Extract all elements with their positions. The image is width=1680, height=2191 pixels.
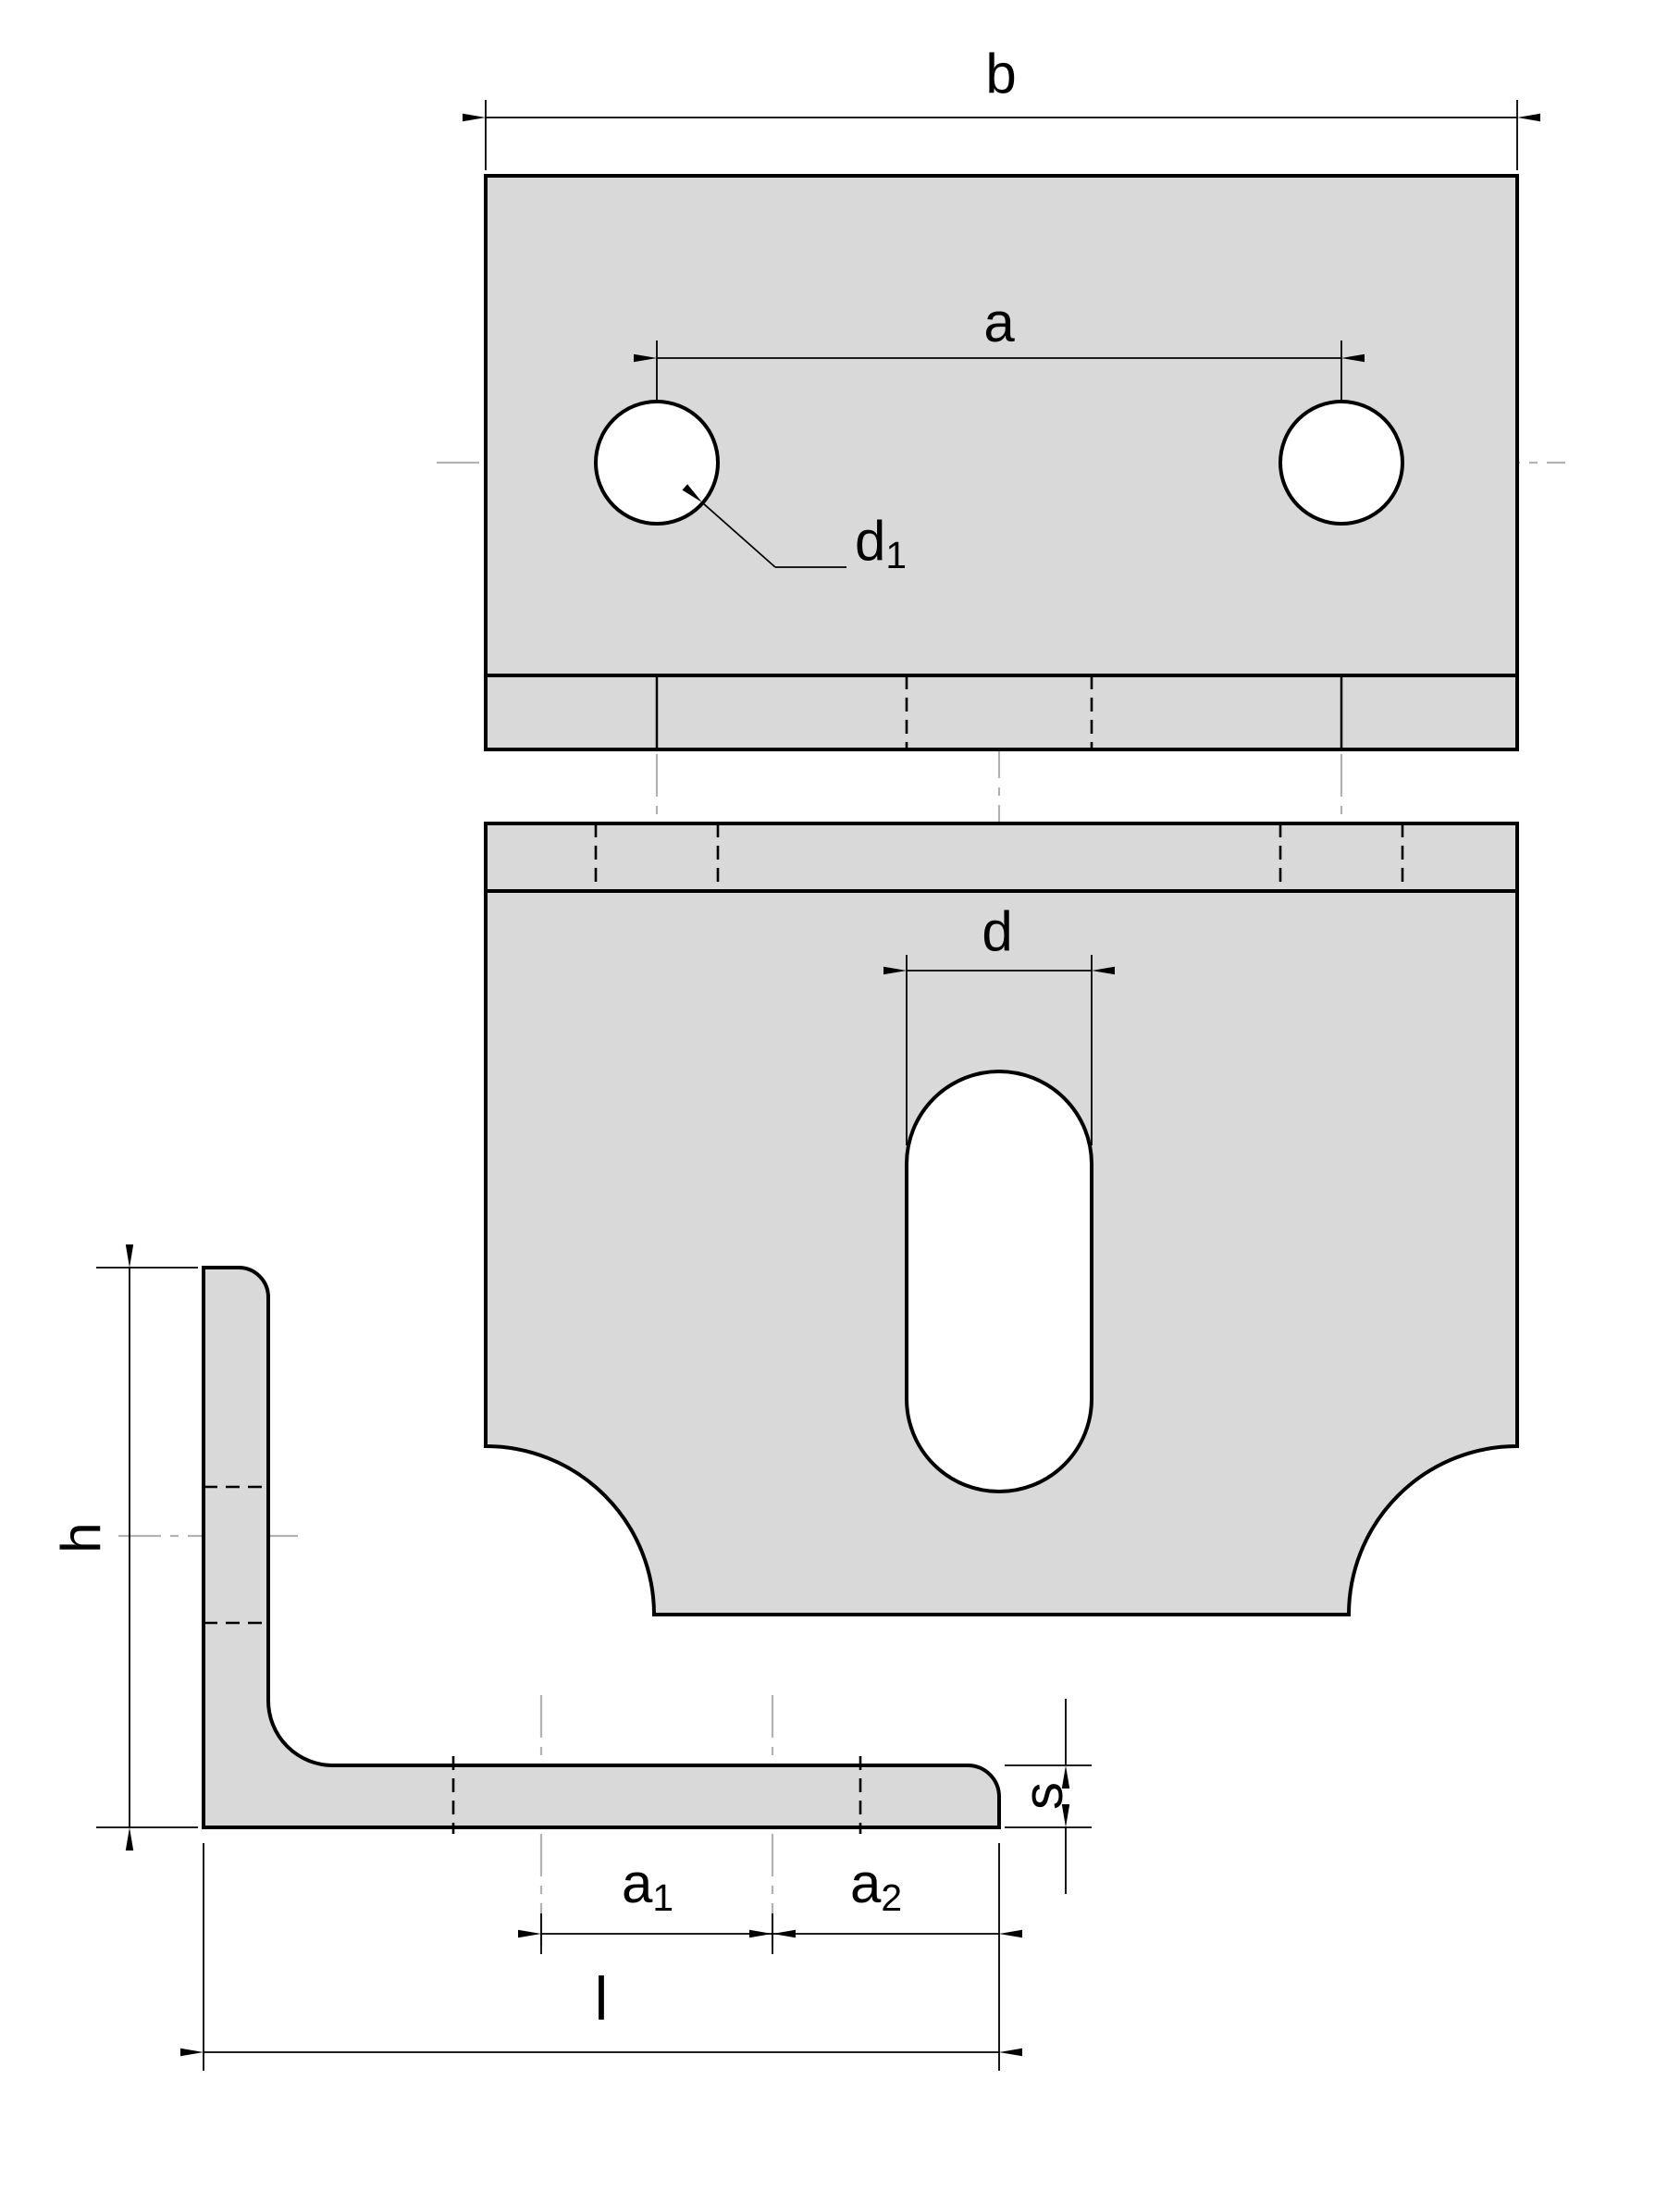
top-view — [484, 174, 1519, 751]
dim-label-d1-base: d — [854, 510, 886, 573]
dim-label-l: l — [594, 1964, 609, 2033]
dim-label-d1: d1 — [855, 514, 907, 575]
dim-label-d1-sub: 1 — [885, 534, 908, 577]
dim-label-a2: a2 — [850, 1856, 902, 1917]
leader-line-d1 — [682, 484, 776, 568]
dim-label-s: s — [1012, 1782, 1074, 1810]
dim-label-a1-sub: 1 — [652, 1876, 674, 1920]
dim-label-a1-base: a — [621, 1852, 653, 1915]
side-view — [202, 1266, 1001, 1834]
hole-left — [594, 400, 720, 526]
dim-label-a2-base: a — [849, 1852, 882, 1915]
front-view — [484, 822, 1519, 1616]
dim-label-d: d — [982, 900, 1013, 962]
dim-label-a1: a1 — [622, 1856, 673, 1917]
dim-label-a: a — [983, 291, 1015, 353]
dim-label-b: b — [985, 43, 1017, 105]
side-view-profile — [202, 1266, 1001, 1829]
dim-label-a2-sub: 2 — [881, 1876, 903, 1920]
dimensions — [96, 100, 1540, 2071]
slot — [905, 1070, 1093, 1493]
dim-label-h: h — [50, 1522, 112, 1554]
hole-right — [1279, 400, 1404, 526]
